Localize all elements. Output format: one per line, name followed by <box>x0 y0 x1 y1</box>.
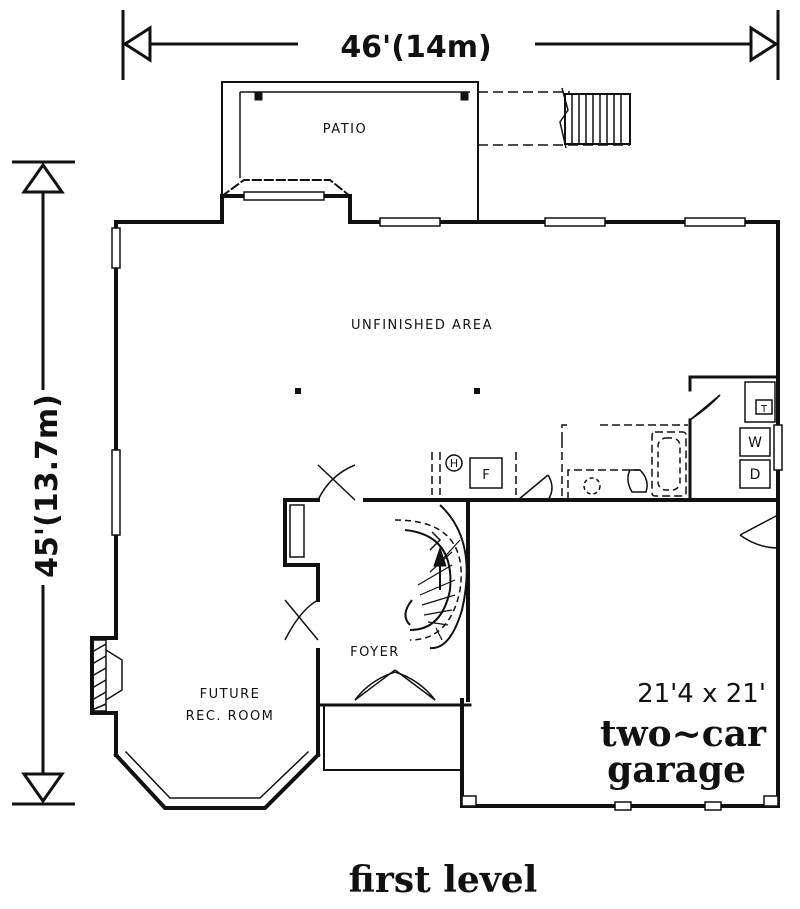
heater-label: H <box>450 457 458 470</box>
width-dimension-label: 46'(14m) <box>340 30 491 65</box>
sink-icon <box>583 477 601 495</box>
windows <box>111 191 783 811</box>
unfinished-area-label: UNFINISHED AREA <box>351 318 493 333</box>
furnace-icon <box>469 457 503 489</box>
washer-icon <box>739 427 771 457</box>
foyer-label: FOYER <box>350 645 400 660</box>
width-dimension <box>121 10 780 80</box>
garage-label-line1: two~car <box>600 713 767 755</box>
washer-label: W <box>748 435 762 451</box>
rec-room-label-line1: FUTURE <box>200 687 261 702</box>
fireplace <box>91 639 123 712</box>
dryer-icon <box>739 459 771 489</box>
exterior-stairs <box>559 87 631 149</box>
interior-walls <box>283 375 780 771</box>
furnace-label: F <box>482 468 489 483</box>
bath-fixtures <box>561 424 688 500</box>
garage-size-label: 21'4 x 21' <box>637 679 766 709</box>
laundry <box>739 381 776 489</box>
dryer-label: D <box>750 467 761 483</box>
doors <box>284 394 779 701</box>
mechanical-area <box>295 388 517 495</box>
patio <box>221 81 631 222</box>
curved-stair <box>394 504 468 650</box>
garage-label-line2: garage <box>607 749 746 791</box>
level-title: first level <box>349 859 538 901</box>
depth-dimension <box>12 160 75 806</box>
heater-icon <box>445 454 463 472</box>
toilet-tank-icon <box>755 399 773 415</box>
toilet-tank-label: T <box>760 404 768 415</box>
depth-dimension-label: 45'(13.7m) <box>30 394 65 578</box>
rec-room-label-line2: REC. ROOM <box>186 709 275 724</box>
patio-label: PATIO <box>323 122 367 137</box>
